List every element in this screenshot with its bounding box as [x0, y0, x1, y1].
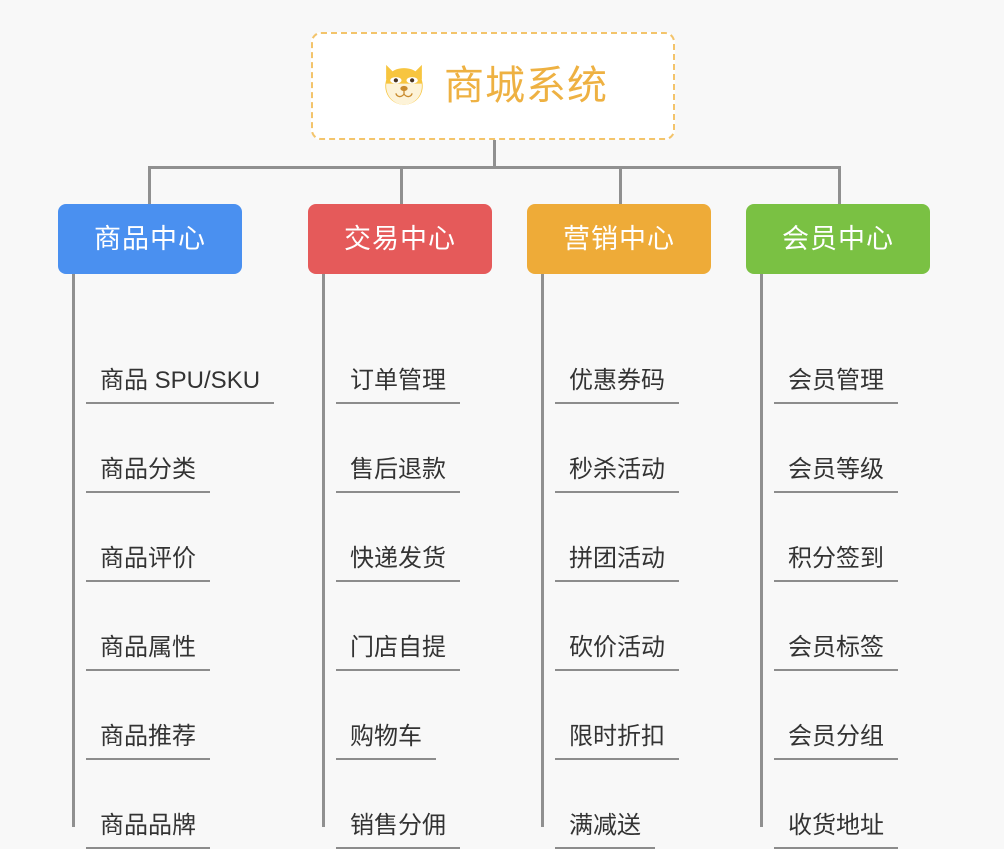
list-item[interactable]: 商品属性 [86, 625, 210, 671]
list-item[interactable]: 商品评价 [86, 536, 210, 582]
list-item[interactable]: 订单管理 [336, 358, 460, 404]
category-label-marketing-center: 营销中心 [563, 223, 675, 254]
category-box-marketing-center[interactable]: 营销中心 [527, 204, 711, 274]
spine-marketing-center [541, 274, 544, 827]
category-label-product-center: 商品中心 [94, 223, 206, 254]
category-box-product-center[interactable]: 商品中心 [58, 204, 242, 274]
category-label-member-center: 会员中心 [782, 223, 894, 254]
shiba-dog-icon [385, 64, 423, 105]
leaf-label: 会员标签 [774, 636, 898, 671]
list-item[interactable]: 收货地址 [774, 803, 898, 849]
leaf-label: 商品品牌 [86, 814, 210, 849]
spine-product-center [72, 274, 75, 827]
connector-drop-trade-center [400, 166, 403, 206]
leaf-label: 限时折扣 [555, 725, 679, 760]
list-item[interactable]: 积分签到 [774, 536, 898, 582]
leaf-label: 购物车 [336, 725, 436, 760]
list-item[interactable]: 会员管理 [774, 358, 898, 404]
root-node[interactable]: 商城系统 [311, 32, 675, 140]
leaf-label: 秒杀活动 [555, 458, 679, 493]
list-item[interactable]: 商品品牌 [86, 803, 210, 849]
list-item[interactable]: 会员标签 [774, 625, 898, 671]
leaf-label: 拼团活动 [555, 547, 679, 582]
leaf-label: 会员分组 [774, 725, 898, 760]
leaf-label: 会员等级 [774, 458, 898, 493]
leaf-label: 订单管理 [336, 369, 460, 404]
leaf-label: 售后退款 [336, 458, 460, 493]
spine-trade-center [322, 274, 325, 827]
leaf-label: 收货地址 [774, 814, 898, 849]
list-item[interactable]: 快递发货 [336, 536, 460, 582]
leaf-label: 快递发货 [336, 547, 460, 582]
leaf-label: 商品 SPU/SKU [86, 369, 275, 404]
list-item[interactable]: 满减送 [555, 803, 655, 849]
connector-horizontal-bus [148, 166, 841, 169]
list-item[interactable]: 会员等级 [774, 447, 898, 493]
leaf-label: 商品分类 [86, 458, 210, 493]
connector-root-stem [493, 140, 496, 166]
connector-drop-marketing-center [619, 166, 622, 206]
category-box-trade-center[interactable]: 交易中心 [308, 204, 492, 274]
leaf-label: 满减送 [555, 814, 655, 849]
spine-member-center [760, 274, 763, 827]
leaf-label: 商品推荐 [86, 725, 210, 760]
root-title: 商城系统 [444, 64, 608, 108]
list-item[interactable]: 限时折扣 [555, 714, 679, 760]
leaf-label: 优惠券码 [555, 369, 679, 404]
leaf-label: 商品评价 [86, 547, 210, 582]
leaf-label: 销售分佣 [336, 814, 460, 849]
list-item[interactable]: 秒杀活动 [555, 447, 679, 493]
list-item[interactable]: 销售分佣 [336, 803, 460, 849]
list-item[interactable]: 砍价活动 [555, 625, 679, 671]
list-item[interactable]: 门店自提 [336, 625, 460, 671]
list-item[interactable]: 售后退款 [336, 447, 460, 493]
list-item[interactable]: 购物车 [336, 714, 436, 760]
list-item[interactable]: 拼团活动 [555, 536, 679, 582]
list-item[interactable]: 商品推荐 [86, 714, 210, 760]
list-item[interactable]: 商品分类 [86, 447, 210, 493]
leaf-label: 砍价活动 [555, 636, 679, 671]
category-box-member-center[interactable]: 会员中心 [746, 204, 930, 274]
leaf-label: 积分签到 [774, 547, 898, 582]
list-item[interactable]: 会员分组 [774, 714, 898, 760]
list-item[interactable]: 商品 SPU/SKU [86, 358, 275, 404]
leaf-label: 门店自提 [336, 636, 460, 671]
list-item[interactable]: 优惠券码 [555, 358, 679, 404]
category-label-trade-center: 交易中心 [344, 223, 456, 254]
connector-drop-member-center [838, 166, 841, 206]
leaf-label: 会员管理 [774, 369, 898, 404]
leaf-label: 商品属性 [86, 636, 210, 671]
connector-drop-product-center [148, 166, 151, 206]
